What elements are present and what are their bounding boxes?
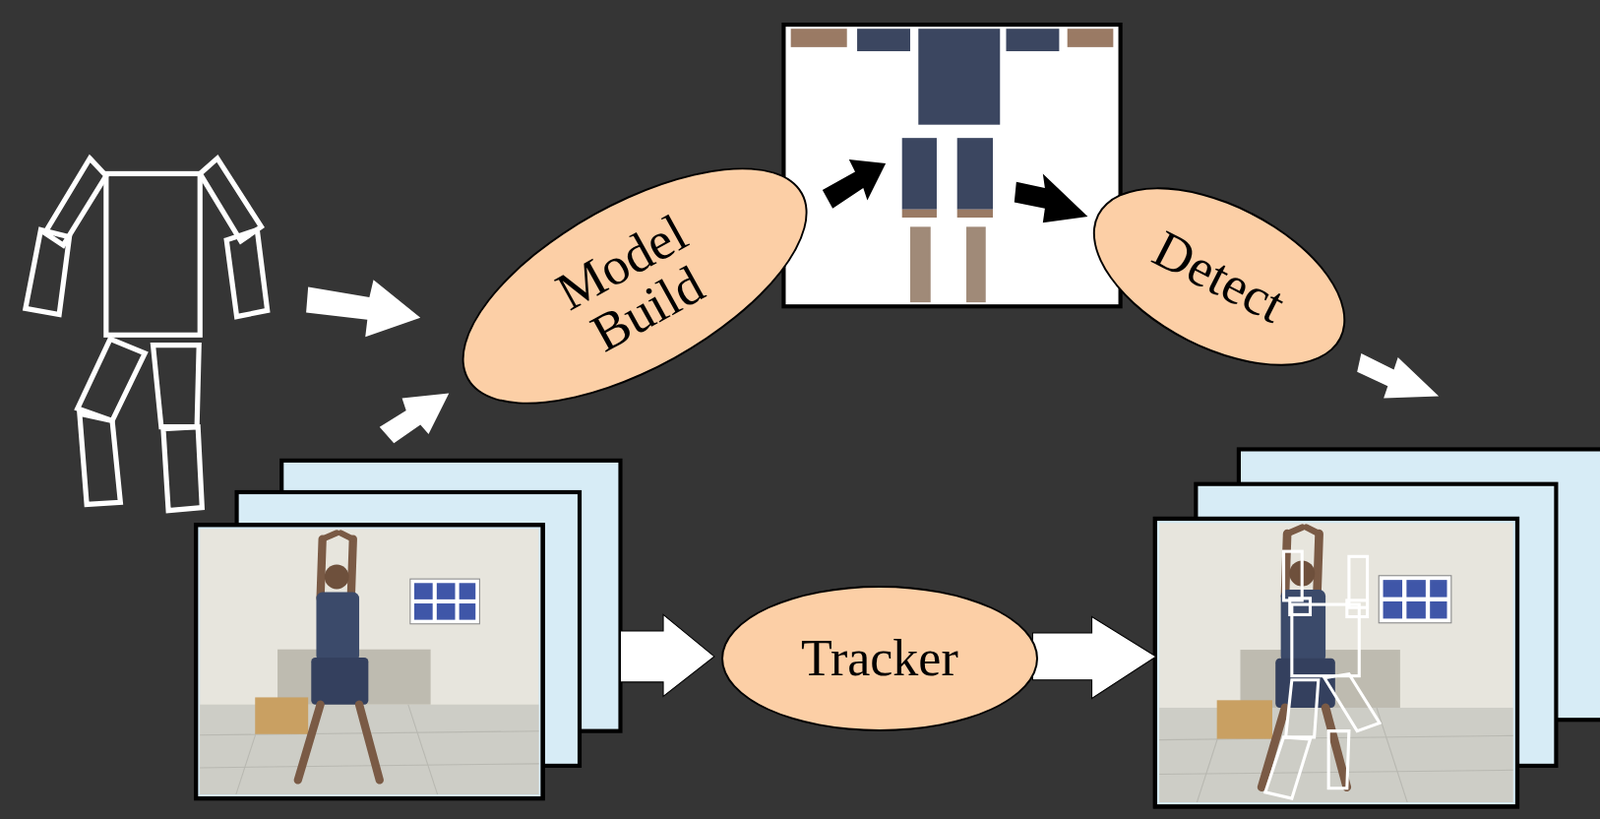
tracked-limbs-part <box>1265 737 1311 799</box>
output-frames-part <box>1155 518 1518 806</box>
body-model-figure-part <box>226 229 267 316</box>
tracked-limbs <box>1265 551 1380 799</box>
node-label: Tracker <box>800 632 959 684</box>
flow-arrows-part <box>822 159 886 209</box>
flow-arrows-part <box>1014 173 1089 223</box>
body-model-figure-part <box>163 427 202 511</box>
appearance-model-image-part <box>957 209 993 218</box>
input-frames-part-part <box>199 528 539 795</box>
output-frames <box>1155 448 1600 806</box>
flow-arrows-part <box>379 392 450 443</box>
tracked-limbs-part <box>1290 598 1311 616</box>
tracked-limbs-part <box>1328 731 1350 789</box>
tracked-limbs-part <box>1284 551 1303 601</box>
flow-arrows-part <box>306 279 421 337</box>
appearance-model-image-part <box>902 209 937 218</box>
input-frames <box>195 460 620 799</box>
body-model-figure-part <box>25 229 70 314</box>
tracked-limbs-part <box>1324 674 1380 732</box>
appearance-model-image-part <box>791 28 848 48</box>
output-frames-part <box>1155 518 1518 806</box>
tracked-limbs-part <box>1347 600 1368 617</box>
appearance-model-image-part <box>783 24 1120 307</box>
input-frames-part <box>195 524 544 799</box>
appearance-model-image-part <box>857 28 911 52</box>
tracked-limbs-part <box>1286 679 1319 738</box>
flow-arrows-part <box>1032 616 1156 699</box>
process-ellipse: Tracker <box>721 585 1038 732</box>
body-model-figure-part <box>153 345 200 428</box>
node-label: Model Build <box>515 186 755 384</box>
process-ellipse: Model Build <box>427 120 844 452</box>
body-model-figure-part <box>77 338 145 421</box>
input-frames-part <box>199 528 539 795</box>
appearance-model-image-part <box>1067 28 1114 48</box>
appearance-model-image-part <box>918 28 1000 124</box>
flow-arrows-part <box>619 614 714 696</box>
appearance-model-image-part <box>902 137 937 210</box>
flow-arrows-part <box>1356 353 1439 399</box>
appearance-model-image-part <box>1005 28 1059 52</box>
body-model-figure-part <box>199 158 261 242</box>
input-frames-part <box>195 524 544 799</box>
appearance-model-image-part <box>957 137 993 210</box>
node-label: Detect <box>1145 221 1293 332</box>
body-model-figure <box>25 158 268 511</box>
output-frames-part-part-part <box>1159 522 1513 802</box>
body-model-figure-part <box>106 173 200 335</box>
body-model-figure-part <box>79 413 121 504</box>
output-frames-part-part <box>1159 522 1513 802</box>
appearance-model-image-part <box>910 226 931 303</box>
appearance-model-image <box>783 24 1120 307</box>
appearance-model-image-part <box>966 226 986 303</box>
output-frames-part <box>1155 518 1518 806</box>
